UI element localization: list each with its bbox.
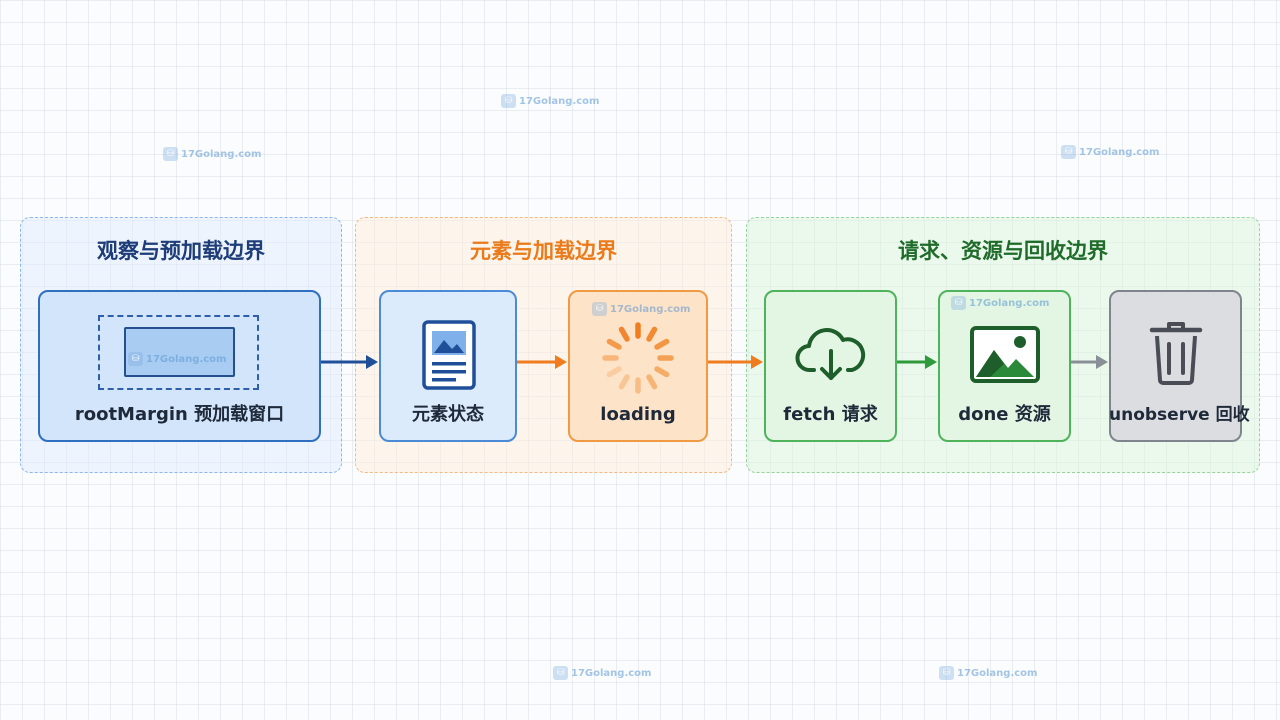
arrow-loading-to-fetch	[708, 355, 763, 369]
arrow-fetch-to-done	[897, 355, 937, 369]
trash-icon	[1149, 322, 1203, 385]
watermark: 17Golang.com	[592, 302, 690, 316]
watermark: 17Golang.com	[501, 94, 599, 108]
image-icon	[970, 326, 1040, 383]
arrow-root-to-element	[321, 355, 378, 369]
preload-margin-outline	[98, 315, 259, 390]
loading-spinner-icon	[602, 322, 674, 394]
watermark: 17Golang.com	[939, 666, 1037, 680]
watermark: 17Golang.com	[128, 352, 226, 366]
unobserve-node	[1109, 290, 1242, 442]
root-margin-label: rootMargin 预加载窗口	[74, 404, 285, 425]
done-node	[938, 290, 1071, 442]
watermark: 17Golang.com	[1061, 145, 1159, 159]
watermark: 17Golang.com	[163, 147, 261, 161]
unobserve-label: unobserve 回收	[1109, 405, 1250, 425]
element-group-title: 元素与加载边界	[470, 239, 617, 263]
done-label: done 资源	[958, 404, 1051, 425]
element-state-label: 元素状态	[412, 404, 484, 425]
request-group-title: 请求、资源与回收边界	[898, 239, 1108, 263]
watermark: 17Golang.com	[951, 296, 1049, 310]
loading-label: loading	[600, 404, 676, 425]
document-icon	[422, 320, 476, 390]
watermark: 17Golang.com	[553, 666, 651, 680]
arrow-done-to-unobserve	[1071, 355, 1108, 369]
cloud-download-icon	[795, 328, 866, 380]
arrow-element-to-loading	[517, 355, 567, 369]
observe-group-title: 观察与预加载边界	[97, 239, 265, 263]
fetch-label: fetch 请求	[783, 404, 878, 425]
